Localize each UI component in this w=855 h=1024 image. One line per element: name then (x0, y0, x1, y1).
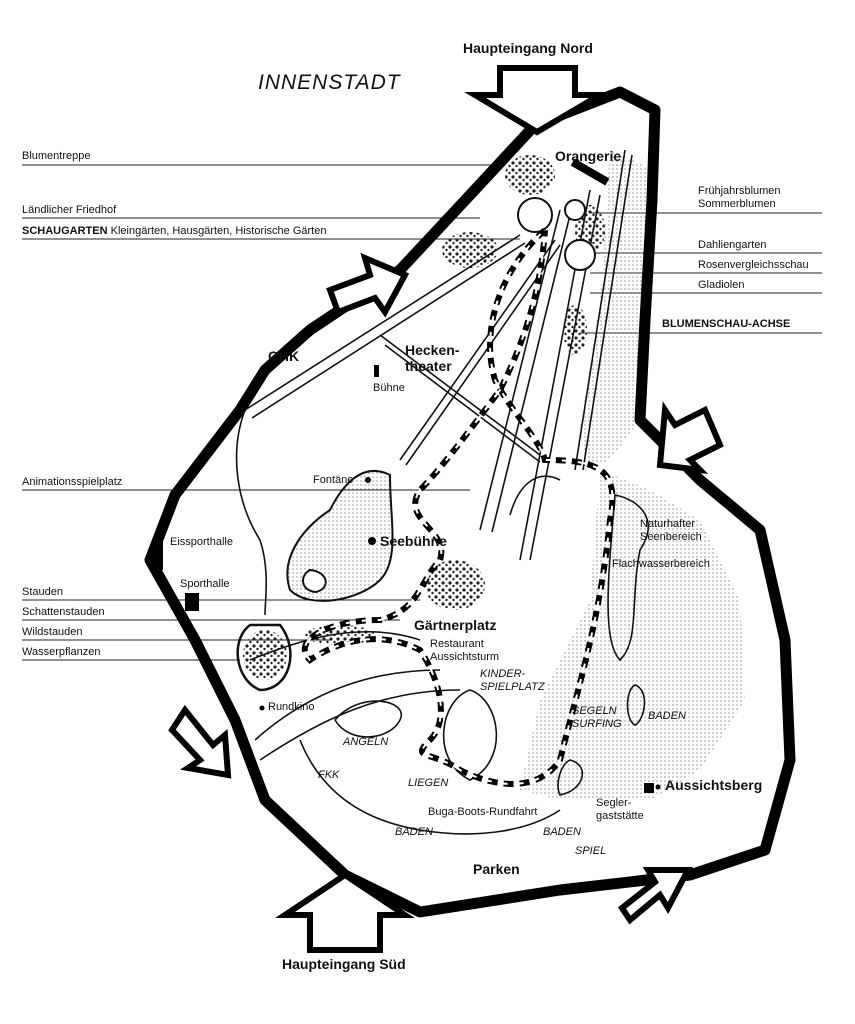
place-baden-west: BADEN (395, 826, 433, 838)
place-liegen: LIEGEN (408, 777, 449, 789)
place-fkk: FKK (318, 769, 340, 781)
arrow-entrance-ghk[interactable] (326, 252, 410, 318)
arrow-north-entrance[interactable] (464, 65, 612, 136)
eissporthalle-building (153, 538, 163, 570)
place-flachwasserbereich: Flachwasserbereich (612, 558, 710, 570)
place-sporthalle: Sporthalle (180, 578, 230, 590)
label-fruehjahrsblumen: Frühjahrsblumen (698, 185, 781, 197)
segler-line1: Segler- (596, 797, 632, 809)
place-fontaene: Fontäne (313, 474, 354, 486)
label-gladiolen: Gladiolen (698, 279, 745, 291)
label-wasserpflanzen: Wasserpflanzen (22, 646, 101, 658)
place-heckentheater: Hecken-theater (405, 342, 459, 374)
arrow-entrance-east[interactable] (656, 401, 724, 475)
place-aussichtsberg: Aussichtsberg (665, 777, 763, 793)
schaugarten-detail: Kleingärten, Hausgärten, Historische Gär… (110, 225, 327, 237)
kinder-line2: SPIELPLATZ (480, 681, 545, 693)
place-baden-south: BADEN (543, 826, 581, 838)
place-eissporthalle: Eissporthalle (170, 536, 233, 548)
south-entrance-label: Haupteingang Süd (282, 956, 406, 972)
naturhafter-line1: Naturhafter (640, 518, 696, 530)
label-blumenschau-achse: BLUMENSCHAU-ACHSE (662, 318, 791, 330)
place-ghk: GHK (268, 348, 300, 364)
label-schaugarten: SCHAUGARTEN Kleingärten, Hausgärten, His… (22, 225, 326, 238)
label-sommerblumen: Sommerblumen (698, 198, 776, 210)
schaugarten-title: SCHAUGARTEN (22, 225, 108, 237)
place-rundkino: Rundkino (268, 701, 315, 713)
place-kinderspielplatz: KINDER-SPIELPLATZ (480, 668, 545, 694)
place-orangerie: Orangerie (555, 148, 622, 164)
label-dahliengarten: Dahliengarten (698, 239, 767, 251)
place-seglergaststaette: Segler-gaststätte (596, 797, 644, 823)
park-boundary (144, 86, 796, 918)
place-baden-east: BADEN (648, 710, 686, 722)
label-rosenvergleichsschau: Rosenvergleichsschau (698, 259, 809, 271)
sporthalle-building (185, 593, 199, 611)
surfing-line: SURFING (572, 718, 622, 730)
segeln-line: SEGELN (572, 705, 617, 717)
label-schattenstauden: Schattenstauden (22, 606, 105, 618)
kinder-line1: KINDER- (480, 668, 526, 680)
heckentheater-line1: Hecken- (405, 342, 460, 358)
label-animationsspielplatz: Animationsspielplatz (22, 476, 123, 488)
arrow-entrance-southeast[interactable] (617, 867, 693, 925)
arrow-south-entrance[interactable] (275, 871, 415, 953)
place-restaurant: Restaurant (430, 638, 484, 650)
place-gaertnerplatz: Gärtnerplatz (414, 617, 497, 633)
place-seebuehne: Seebühne (380, 533, 447, 549)
place-spiel: SPIEL (575, 845, 607, 857)
label-stauden: Stauden (22, 586, 63, 598)
place-buehne: Bühne (373, 382, 405, 394)
place-buga-boots-rundfahrt: Buga-Boots-Rundfahrt (428, 806, 538, 818)
label-wildstauden: Wildstauden (22, 626, 83, 638)
arrow-entrance-southwest[interactable] (168, 704, 232, 779)
segler-line2: gaststätte (596, 810, 644, 822)
train-route (301, 227, 616, 787)
district-label: INNENSTADT (258, 71, 401, 94)
label-laendlicher-friedhof: Ländlicher Friedhof (22, 204, 117, 216)
north-entrance-label: Haupteingang Nord (463, 40, 593, 56)
place-parken: Parken (473, 861, 520, 877)
heckentheater-line2: theater (405, 358, 452, 374)
label-blumentreppe: Blumentreppe (22, 150, 91, 162)
naturhafter-line2: Seenbereich (640, 531, 702, 543)
place-angeln: ANGELN (343, 736, 389, 748)
place-aussichtsturm: Aussichtsturm (430, 651, 500, 663)
